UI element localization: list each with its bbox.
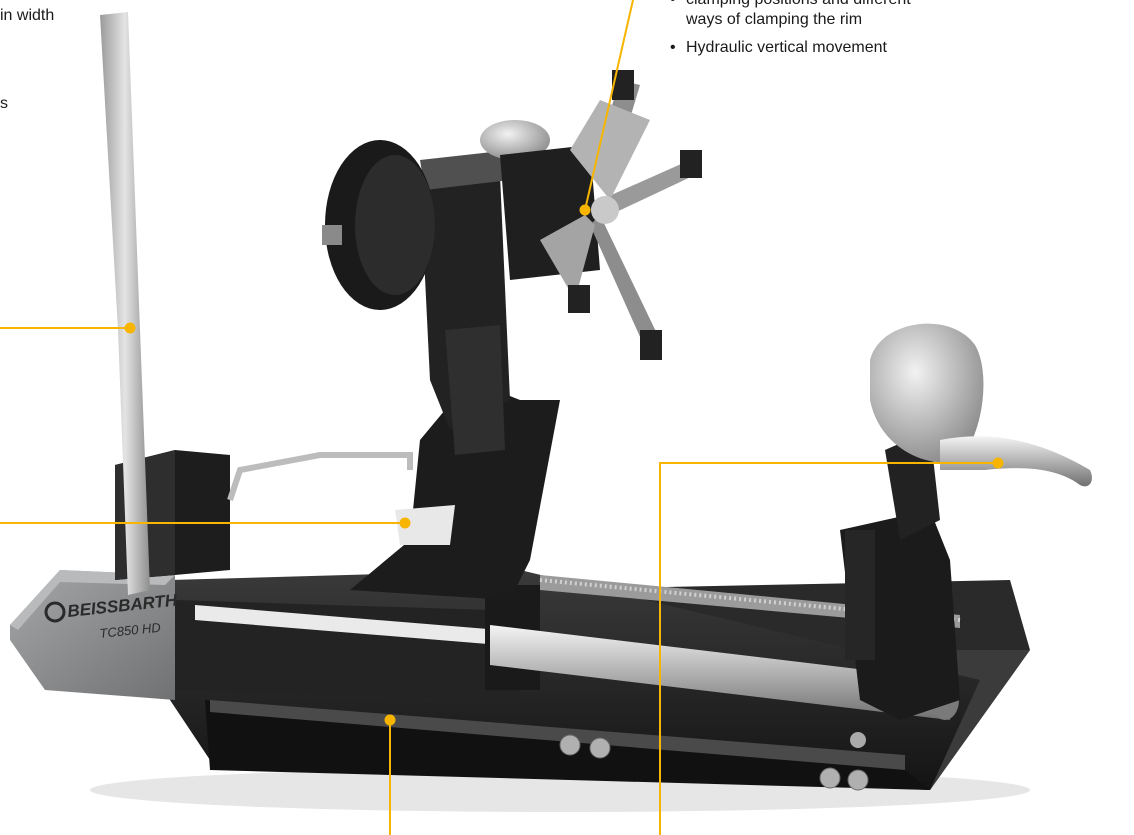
bead-breaker-disc: [870, 323, 984, 463]
arm-pivot: [850, 732, 866, 748]
beam-strip: [210, 700, 905, 770]
feature-text-fragment-s: s: [0, 95, 8, 112]
feature-text-fragment-width: in width: [0, 7, 55, 24]
motor-cap: [355, 155, 435, 295]
bullet-text: ways of clamping the rim: [686, 11, 863, 28]
column-window: [395, 505, 455, 545]
bullet-text: Hydraulic vertical movement: [686, 39, 887, 56]
chrome-rod: [490, 625, 950, 720]
motor-knob: [322, 225, 342, 245]
bead-breaker-cylinder: [845, 530, 875, 660]
feature-bullet-list: • clamping positions and different ways o…: [668, 0, 911, 64]
front-panel-top: [10, 570, 175, 630]
clamping-chuck: [540, 70, 702, 360]
hydraulic-connectors: [559, 734, 869, 791]
arm-top: [420, 150, 510, 190]
central-column: [350, 380, 560, 600]
dome: [480, 120, 550, 160]
arm-slot: [445, 325, 505, 455]
brand-logo-icon: [44, 601, 66, 623]
bullet-dot-icon: •: [670, 39, 676, 56]
carriage-highlight: [195, 605, 500, 645]
bullet-item-rim: ways of clamping the rim: [668, 10, 911, 30]
callout-lines: [0, 0, 1004, 835]
bead-breaker-blade: [940, 436, 1092, 487]
tyre-lever: [100, 12, 150, 595]
model-label: TC850 HD: [99, 620, 162, 641]
bullet-item-hydraulic: • Hydraulic vertical movement: [668, 38, 911, 58]
bullet-item-clamping: • clamping positions and different: [668, 0, 911, 10]
handrail: [227, 452, 413, 501]
bullet-dot-icon: •: [670, 0, 676, 10]
bullet-text: clamping positions and different: [686, 0, 911, 8]
